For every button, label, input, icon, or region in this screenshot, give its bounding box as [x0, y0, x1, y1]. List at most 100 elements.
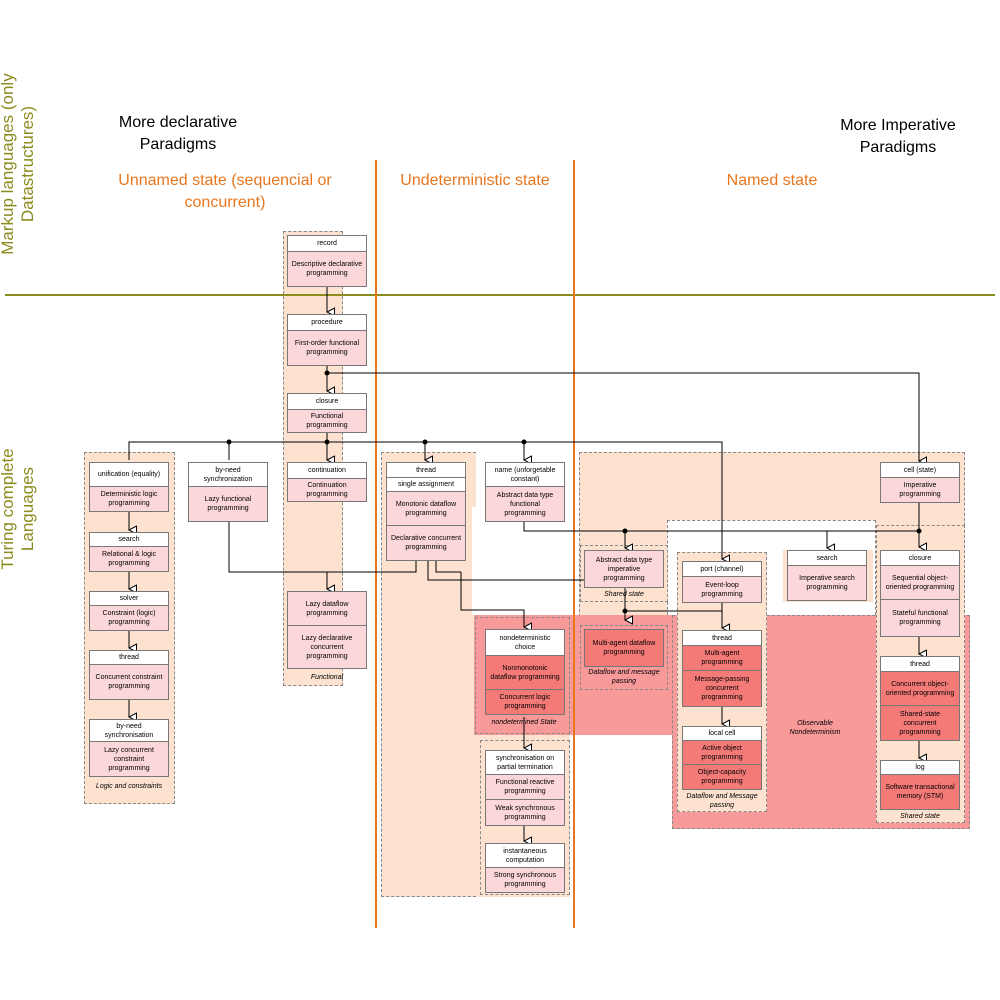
- box-title: solver: [90, 592, 168, 606]
- box-title: instantaneous computation: [486, 844, 564, 868]
- box-cell: Constraint (logic) programming: [90, 606, 168, 630]
- box-title: continuation: [288, 463, 366, 479]
- vertical-divider-2: [573, 160, 575, 928]
- box-closure-functional: closure Functional programming: [287, 393, 367, 433]
- box-title: by-need synchronisation: [90, 720, 168, 742]
- box-cell: Sequential object-oriented programming: [881, 566, 959, 600]
- column-named: Named state: [726, 172, 818, 189]
- box-thread-logic: thread Concurrent constraint programming: [89, 650, 169, 700]
- box-cell: Lazy dataflow programming: [288, 592, 366, 626]
- box-cell: Concurrent logic programming: [486, 690, 564, 714]
- box-subtitle: single assignment: [387, 478, 465, 492]
- box-cell: Concurrent object-oriented programming: [881, 672, 959, 706]
- box-name: name (unforgetable constant) Abstract da…: [485, 462, 565, 522]
- box-title: port (channel): [683, 562, 761, 577]
- box-cell: Deterministic logic programming: [90, 487, 168, 511]
- box-title: unification (equality): [90, 463, 168, 487]
- box-cell: Abstract data type functional programmin…: [486, 487, 564, 521]
- box-cell: Software transactional memory (STM): [881, 775, 959, 809]
- box-title: thread: [387, 463, 465, 478]
- box-solver: solver Constraint (logic) programming: [89, 591, 169, 631]
- caption-shared-state: Shared state: [900, 813, 940, 820]
- box-cell: Stateful functional programming: [881, 600, 959, 636]
- box-cell: Lazy concurrent constraint programming: [90, 742, 168, 776]
- box-local-cell: local cell Active object programming Obj…: [682, 726, 762, 790]
- box-title: by-need synchronization: [189, 463, 267, 487]
- box-title: search: [90, 533, 168, 547]
- box-nondeterministic-choice: nondeterministic choice Nonmonotonic dat…: [485, 629, 565, 715]
- box-record: record Descriptive declarative programmi…: [287, 235, 367, 287]
- box-title: closure: [881, 551, 959, 566]
- box-cell: Nonmonotonic dataflow programming: [486, 656, 564, 690]
- box-title: thread: [683, 631, 761, 646]
- box-cell: Object-capacity programming: [683, 765, 761, 789]
- box-title: nondeterministic choice: [486, 630, 564, 656]
- column-unnamed: Unnamed state (sequencial or concurrent): [118, 172, 332, 211]
- box-title: search: [788, 551, 866, 566]
- box-cell: First-order functional programming: [288, 331, 366, 365]
- box-cell: Functional reactive programming: [486, 775, 564, 800]
- caption-observable: Observable Nondeterminism: [789, 720, 841, 736]
- box-cell: Active object programming: [683, 741, 761, 765]
- box-title: closure: [288, 394, 366, 410]
- box-adt-imperative: Abstract data type imperative programmin…: [584, 550, 664, 588]
- box-byneed-functional: by-need synchronization Lazy functional …: [188, 462, 268, 522]
- region-white-undet: [472, 507, 579, 615]
- box-cell-state: cell (state) Imperative programming: [880, 462, 960, 503]
- box-cell: Lazy functional programming: [189, 487, 267, 521]
- box-cell: Monotonic dataflow programming: [387, 492, 465, 526]
- box-cell: Declarative concurrent programming: [387, 526, 465, 560]
- box-title: log: [881, 761, 959, 775]
- box-thread-port: thread Multi-agent programming Message-p…: [682, 630, 762, 707]
- box-cell: Continuation programming: [288, 479, 366, 501]
- box-cell: Descriptive declarative programming: [288, 252, 366, 286]
- box-title: synchronisation on partial termination: [486, 751, 564, 775]
- box-cell: Weak synchronous programming: [486, 800, 564, 825]
- caption-dataflow-mp-2: Dataflow and Message passing: [686, 793, 758, 809]
- box-cell: Relational & logic programming: [90, 547, 168, 571]
- caption-logic: Logic and constraints: [95, 783, 163, 790]
- box-synchronisation: synchronisation on partial termination F…: [485, 750, 565, 826]
- box-search-logic: search Relational & logic programming: [89, 532, 169, 572]
- box-cell: Imperative programming: [881, 478, 959, 502]
- box-thread-declarative: thread single assignment Monotonic dataf…: [386, 462, 466, 561]
- box-lazy: Lazy dataflow programming Lazy declarati…: [287, 591, 367, 669]
- box-search-imperative: search Imperative search programming: [787, 550, 867, 601]
- box-unification: unification (equality) Deterministic log…: [89, 462, 169, 512]
- box-title: record: [288, 236, 366, 252]
- box-byneed-logic: by-need synchronisation Lazy concurrent …: [89, 719, 169, 777]
- caption-nondet: nondetermined State: [491, 719, 557, 726]
- box-multiagent-dataflow: Multi-agent dataflow programming: [584, 629, 664, 667]
- box-continuation: continuation Continuation programming: [287, 462, 367, 502]
- header-imperative: More Imperative Paradigms: [840, 117, 956, 156]
- box-title: local cell: [683, 727, 761, 741]
- box-log: log Software transactional memory (STM): [880, 760, 960, 810]
- box-title: name (unforgetable constant): [486, 463, 564, 487]
- box-cell: Shared-state concurrent programming: [881, 706, 959, 740]
- vertical-divider-1: [375, 160, 377, 928]
- header-declarative: More declarative Paradigms: [118, 114, 238, 153]
- box-instantaneous: instantaneous computation Strong synchro…: [485, 843, 565, 893]
- box-title: thread: [881, 657, 959, 672]
- box-cell: Event-loop programming: [683, 577, 761, 602]
- box-cell: Message-passing concurrent programming: [683, 671, 761, 706]
- box-cell: Lazy declarative concurrent programming: [288, 626, 366, 668]
- box-cell: Multi-agent programming: [683, 646, 761, 671]
- caption-shared-adt: Shared state: [604, 591, 644, 598]
- horizontal-divider: [5, 294, 995, 296]
- box-cell: Multi-agent dataflow programming: [585, 630, 663, 666]
- box-thread-shared: thread Concurrent object-oriented progra…: [880, 656, 960, 741]
- caption-dataflow-mp-1: Dataflow and message passing: [588, 669, 660, 685]
- box-cell: Strong synchronous programming: [486, 868, 564, 892]
- box-cell: Abstract data type imperative programmin…: [585, 551, 663, 587]
- box-title: procedure: [288, 315, 366, 331]
- box-cell: Imperative search programming: [788, 566, 866, 600]
- caption-functional: Functional: [310, 674, 344, 681]
- box-title: thread: [90, 651, 168, 665]
- column-undeterministic: Undeterministic state: [400, 172, 550, 189]
- box-cell: Concurrent constraint programming: [90, 665, 168, 699]
- box-title: cell (state): [881, 463, 959, 478]
- box-closure-stateful: closure Sequential object-oriented progr…: [880, 550, 960, 637]
- box-cell: Functional programming: [288, 410, 366, 432]
